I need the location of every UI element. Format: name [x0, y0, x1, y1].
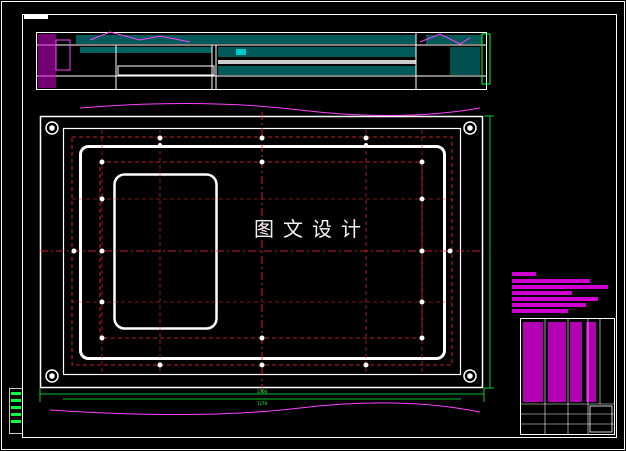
- inner-recess: [79, 145, 446, 360]
- watermark-text: 图文设计: [254, 217, 370, 241]
- section-view: [36, 31, 491, 90]
- break-line-bottom: [49, 402, 481, 416]
- technical-notes: [512, 272, 608, 313]
- dimension-bottom-inner: 1278: [257, 401, 268, 406]
- sheet-corner-mark: [24, 15, 48, 19]
- window-cutout: [113, 173, 218, 330]
- base-plate-outline: [39, 115, 484, 389]
- dimension-bottom-outer: 1308: [257, 389, 268, 394]
- title-block: [520, 318, 615, 435]
- corner-holes: [45, 121, 477, 383]
- dimension-lines: [39, 115, 494, 402]
- inner-dashed: [99, 161, 423, 339]
- sheet-inner-frame: [22, 14, 617, 438]
- revision-block: [9, 388, 23, 434]
- plan-view: 1308 1278: [39, 102, 494, 416]
- bolt-holes: [71, 135, 453, 368]
- break-line-top: [79, 102, 481, 117]
